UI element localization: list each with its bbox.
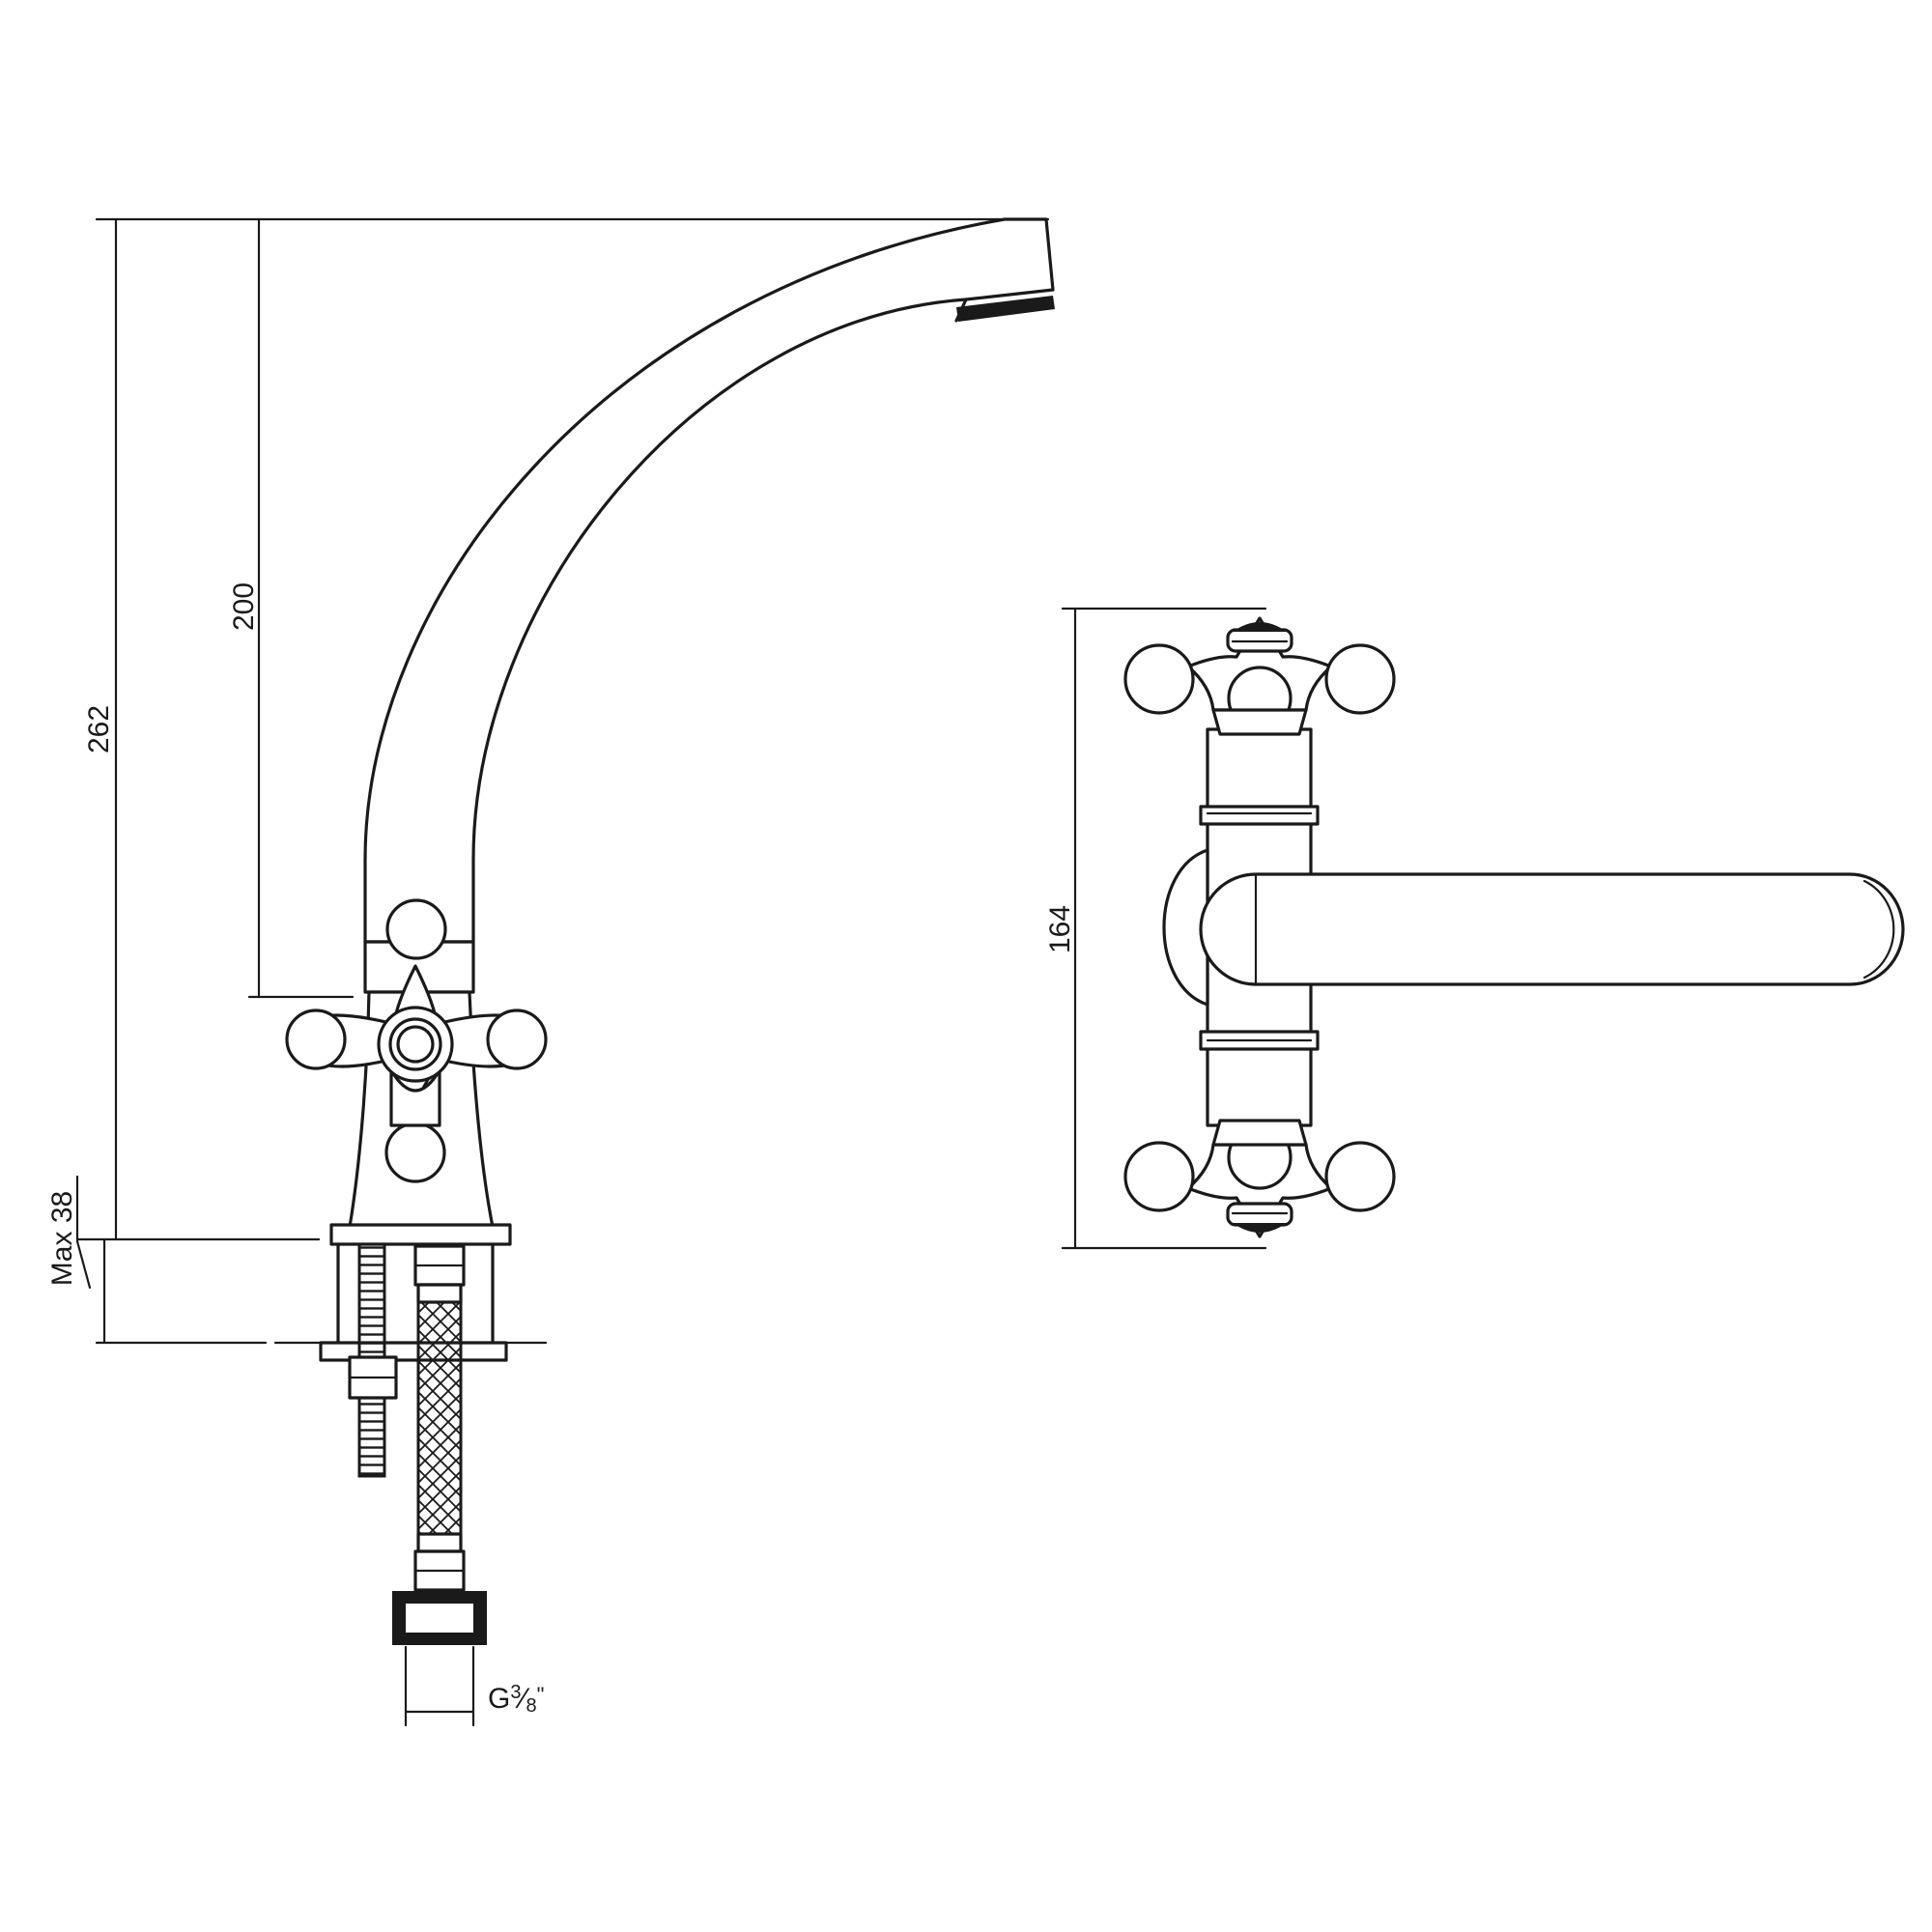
- cross-handle-top: [1123, 616, 1396, 736]
- thread-unit: ": [537, 1683, 545, 1707]
- base-plate: [329, 1223, 512, 1246]
- thread-denominator: 8: [526, 1695, 536, 1717]
- dim-thread-size: G3⁄8": [488, 1682, 544, 1717]
- top-body-rings: [1199, 805, 1320, 1051]
- dim-spout-height: 200: [228, 582, 260, 631]
- top-spout-base: [1162, 848, 1209, 1007]
- top-dimension-lines: [1061, 607, 1267, 1250]
- thread-prefix: G: [488, 1683, 510, 1715]
- dim-max-thickness: Max 38: [46, 1191, 78, 1286]
- top-view: 164: [1044, 607, 1905, 1250]
- top-spout: [1199, 872, 1905, 986]
- dim-top-width: 164: [1044, 905, 1076, 953]
- thread-numerator: 3: [510, 1682, 521, 1703]
- side-view: 262 200 Max 38 G3⁄8": [46, 217, 1055, 1727]
- cross-handle-front: [285, 898, 548, 1183]
- flexible-hose: [392, 1244, 487, 1645]
- spout: [363, 217, 1055, 944]
- mounting-hardware: [319, 1242, 508, 1478]
- cross-handle-bottom: [1123, 1119, 1396, 1238]
- dim-overall-height: 262: [83, 705, 115, 753]
- dimension-lines: [75, 217, 1050, 1727]
- spout-aerator: [954, 217, 1055, 323]
